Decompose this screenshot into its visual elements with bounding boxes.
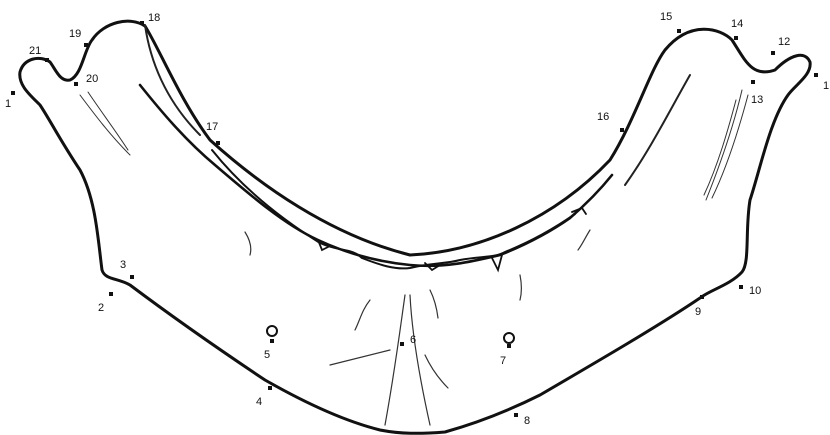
landmark-13: 13 — [751, 80, 763, 106]
landmark-marker — [620, 128, 624, 132]
landmark-2: 2 — [98, 292, 113, 314]
landmark-5: 5 — [264, 339, 274, 361]
landmark-marker — [74, 82, 78, 86]
landmark-11: 1 — [814, 73, 829, 92]
right-mental-foramen — [504, 333, 514, 343]
landmark-marker — [734, 36, 738, 40]
landmark-label: 5 — [264, 349, 270, 361]
landmark-marker — [771, 51, 775, 55]
landmark-marker — [130, 275, 134, 279]
landmark-label: 9 — [695, 306, 701, 318]
landmark-6: 6 — [400, 334, 416, 346]
landmark-7: 7 — [500, 344, 511, 367]
landmark-label: 2 — [98, 302, 104, 314]
landmark-label: 6 — [410, 334, 416, 346]
landmark-8: 8 — [514, 413, 530, 427]
landmark-marker — [739, 285, 743, 289]
right-ramus-inner-line — [625, 75, 690, 185]
landmark-label: 7 — [500, 355, 506, 367]
landmark-15: 15 — [660, 11, 681, 33]
left-mental-foramen — [267, 326, 277, 336]
landmark-label: 14 — [731, 18, 743, 30]
landmark-marker — [270, 339, 274, 343]
landmark-1: 1 — [5, 91, 15, 110]
landmark-marker — [700, 295, 704, 299]
landmark-marker — [84, 43, 88, 47]
right-ramus-striations — [704, 90, 748, 200]
landmark-marker — [514, 413, 518, 417]
landmark-label: 8 — [524, 415, 530, 427]
landmark-label: 21 — [29, 45, 41, 57]
landmark-label: 16 — [597, 111, 609, 123]
landmark-4: 4 — [256, 386, 272, 408]
landmark-marker — [814, 73, 818, 77]
landmark-10: 10 — [739, 285, 761, 297]
landmark-label: 12 — [778, 36, 790, 48]
landmark-label: 1 — [5, 98, 11, 110]
landmark-16: 16 — [597, 111, 624, 132]
landmark-marker — [677, 29, 681, 33]
landmark-label: 20 — [86, 73, 98, 85]
landmark-marker — [400, 342, 404, 346]
landmark-label: 19 — [69, 28, 81, 40]
left-ramus-striations — [80, 92, 130, 155]
landmark-marker — [45, 58, 49, 62]
landmark-label: 1 — [823, 80, 829, 92]
landmark-marker — [11, 91, 15, 95]
landmark-marker — [507, 344, 511, 348]
mandible-outer-outline — [20, 21, 810, 433]
landmark-12: 12 — [771, 36, 790, 55]
landmark-marker — [140, 21, 144, 25]
landmark-3: 3 — [120, 259, 134, 279]
landmark-label: 17 — [206, 121, 218, 133]
inner-alveolar-ridge — [140, 85, 612, 266]
landmark-marker — [268, 386, 272, 390]
landmark-marker — [751, 80, 755, 84]
landmark-19: 19 — [69, 28, 88, 47]
landmark-label: 4 — [256, 396, 262, 408]
landmark-label: 3 — [120, 259, 126, 271]
landmark-marker — [109, 292, 113, 296]
landmark-18: 18 — [140, 12, 160, 25]
landmark-marker — [216, 141, 220, 145]
landmark-label: 18 — [148, 12, 160, 24]
landmark-label: 10 — [749, 285, 761, 297]
landmark-label: 15 — [660, 11, 672, 23]
landmark-14: 14 — [731, 18, 743, 40]
landmark-label: 13 — [751, 94, 763, 106]
